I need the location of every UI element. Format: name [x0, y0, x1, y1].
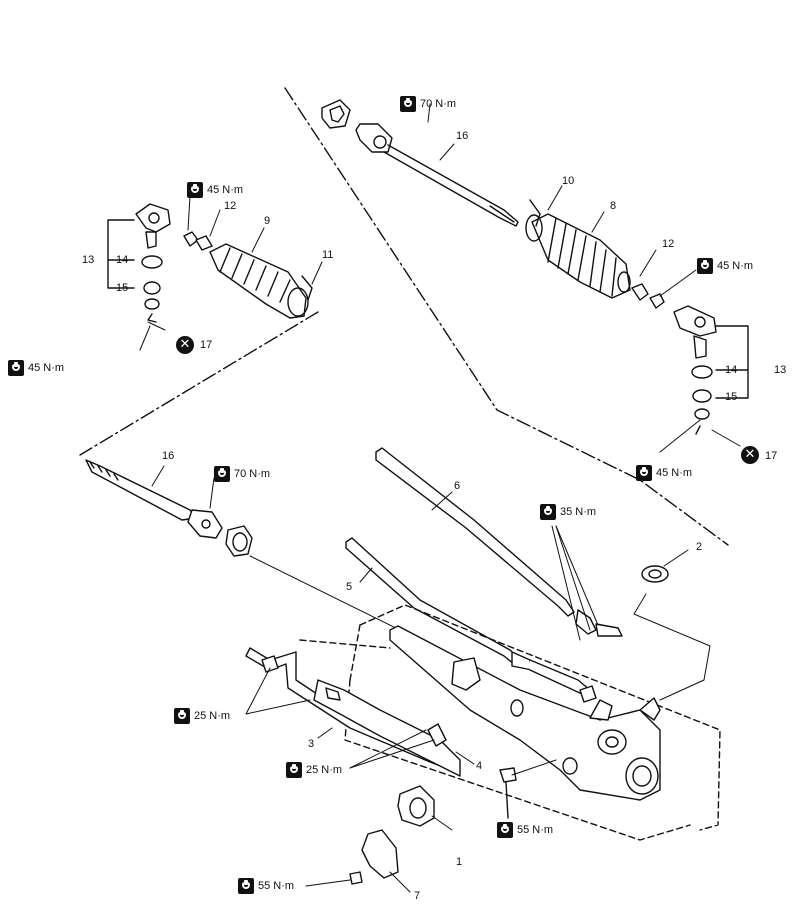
torque-wrench-icon: [174, 708, 190, 724]
replace-part-x-icon: ✕: [741, 446, 759, 464]
torque-wrench-icon: [286, 762, 302, 778]
torque-wrench-icon: [636, 465, 652, 481]
grommet-2: [641, 565, 669, 583]
lock-ring-left: [225, 525, 253, 557]
part-label-9: 9: [264, 215, 271, 227]
rack-dashed-outline: [359, 604, 721, 831]
part-label-12-right: 12: [662, 238, 675, 250]
part-label-15-right: 15: [725, 391, 738, 403]
torque-callout-45-right-upper: 45 N·m: [697, 258, 753, 274]
boot-left: [209, 243, 309, 319]
bushing-1: [397, 785, 435, 827]
clip-10: [529, 199, 541, 227]
part-label-17-right: 17: [765, 450, 778, 462]
clamp-7: [349, 829, 399, 885]
bolt-55: [499, 759, 557, 819]
torque-wrench-icon: [187, 182, 203, 198]
torque-callout-45-right-lower: 45 N·m: [636, 465, 692, 481]
upper-outline: [284, 87, 729, 546]
tie-rod-end-right: [631, 283, 717, 435]
part-label-8: 8: [610, 200, 617, 212]
torque-callout-35: 35 N·m: [540, 504, 596, 520]
part-label-6: 6: [454, 480, 461, 492]
torque-wrench-icon: [697, 258, 713, 274]
part-label-14-left: 14: [116, 254, 129, 266]
part-label-2: 2: [696, 541, 703, 553]
part-label-3: 3: [308, 738, 315, 750]
torque-callout-45-upper-left: 45 N·m: [187, 182, 243, 198]
part-label-13-right: 13: [774, 364, 787, 376]
torque-callout-25-a: 25 N·m: [174, 708, 230, 724]
part-label-12-left: 12: [224, 200, 237, 212]
torque-callout-70-top: 70 N·m: [400, 96, 456, 112]
part-label-1: 1: [456, 856, 463, 868]
part-label-16-top: 16: [456, 130, 469, 142]
part-label-16-left: 16: [162, 450, 175, 462]
tie-rod-end-left: [135, 203, 171, 323]
torque-wrench-icon: [400, 96, 416, 112]
torque-wrench-icon: [238, 878, 254, 894]
replace-part-x-icon: ✕: [176, 336, 194, 354]
tie-rod-left: [85, 459, 223, 539]
torque-callout-25-b: 25 N·m: [286, 762, 342, 778]
part-label-15-left: 15: [116, 282, 129, 294]
torque-wrench-icon: [8, 360, 24, 376]
torque-callout-55-right: 55 N·m: [497, 822, 553, 838]
torque-callout-70-left: 70 N·m: [214, 466, 270, 482]
upper-left-outline: [79, 311, 319, 456]
clip-11: [301, 275, 313, 301]
torque-callout-55-bottom: 55 N·m: [238, 878, 294, 894]
torque-wrench-icon: [214, 466, 230, 482]
lock-ring-top: [321, 99, 351, 129]
part-label-10: 10: [562, 175, 575, 187]
bracket-13-right: [715, 325, 749, 399]
part-label-11: 11: [322, 249, 334, 261]
hose-6: [375, 447, 623, 637]
part-label-13-left: 13: [82, 254, 95, 266]
torque-callout-45-left: 45 N·m: [8, 360, 64, 376]
part-label-5: 5: [346, 581, 353, 593]
bracket-13-left: [107, 219, 135, 289]
part-label-17-left: 17: [200, 339, 213, 351]
torque-wrench-icon: [497, 822, 513, 838]
boot-right: [525, 213, 631, 299]
hose-5: [345, 537, 591, 695]
part-label-4: 4: [476, 760, 483, 772]
torque-wrench-icon: [540, 504, 556, 520]
rack-housing: [389, 625, 661, 801]
part-label-14-right: 14: [725, 364, 738, 376]
part-label-7: 7: [414, 890, 421, 902]
tie-rod-top: [355, 123, 519, 227]
pipe-4: [313, 679, 461, 777]
